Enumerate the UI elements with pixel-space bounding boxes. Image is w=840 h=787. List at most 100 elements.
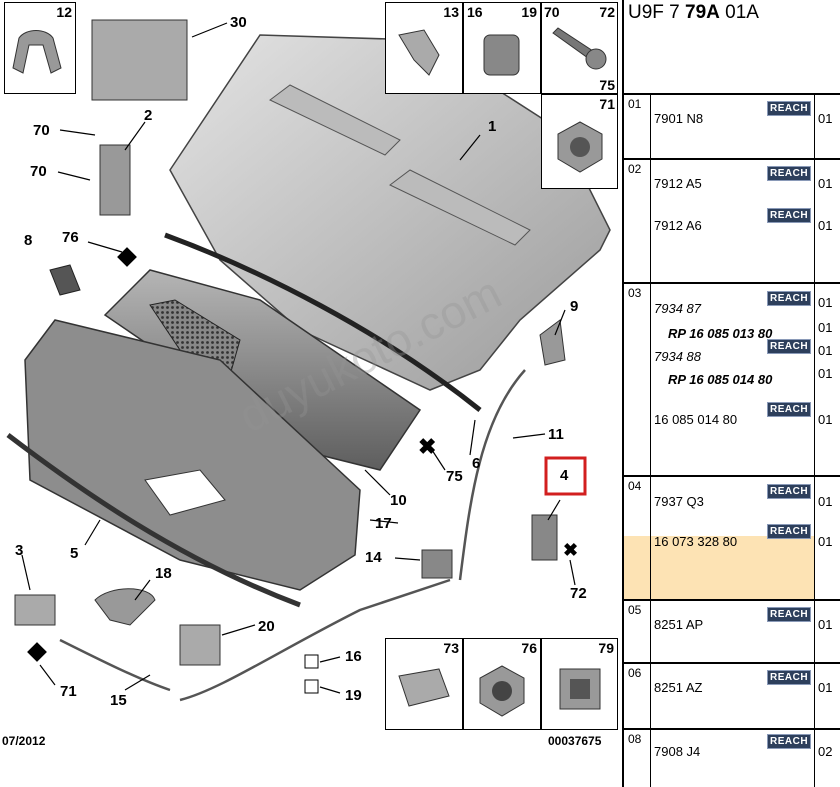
part-reference[interactable]: 7934 88 [654,349,701,364]
bonnet-seal [164,232,482,412]
label-17: 17 [375,515,392,532]
reach-badge: REACH [767,670,812,685]
part-reference[interactable]: 7901 N8 [654,111,704,126]
highlight-box-4 [544,456,587,496]
block-30 [91,19,188,101]
reach-badge: REACH [767,734,812,749]
part-reference[interactable]: 8251 AZ [654,680,703,695]
quantity: 01 [818,494,833,509]
document-code: U9F 7 79A 01A [628,2,759,23]
part-reference[interactable]: 7937 Q3 [654,494,704,509]
divider [650,477,651,599]
section-number: 08 [628,732,642,746]
section-number: 01 [628,97,642,111]
label-16: 16 [345,648,362,665]
part-reference[interactable]: 16 085 014 80 [654,412,738,427]
section-number: 05 [628,603,642,617]
label-19: 19 [345,687,362,704]
label-1: 1 [488,118,497,135]
quantity: 01 [818,295,833,310]
nut-icon [557,121,603,173]
divider [814,477,815,599]
clip-14 [421,549,453,579]
part-reference[interactable]: 16 073 328 80 [654,534,738,549]
label-3: 3 [15,542,24,559]
part-20 [179,624,221,666]
quantity: 01 [818,617,833,632]
part-reference[interactable]: RP 16 085 014 80 [668,372,773,387]
part-reference[interactable]: 8251 AP [654,617,704,632]
quantity: 01 [818,176,833,191]
label-15: 15 [110,692,127,709]
quantity: 01 [818,343,833,358]
exploded-view-drawing: ✖ ✖ [6,19,611,702]
reach-badge: REACH [767,101,812,116]
stay-part [99,144,131,216]
label-9: 9 [570,298,579,315]
divider [814,664,815,728]
label-70b: 70 [30,163,47,180]
reach-badge: REACH [767,402,812,417]
quantity: 01 [818,111,833,126]
label-2: 2 [144,107,153,124]
bolt-icon [552,27,607,70]
label-8: 8 [24,232,33,249]
label-30: 30 [230,14,247,31]
reach-badge: REACH [767,291,812,306]
label-75: 75 [446,468,463,485]
quantity: 02 [818,744,833,759]
inset-box-70-72: 70 72 75 [541,2,618,94]
quantity: 01 [818,366,833,381]
part-reference[interactable]: 7912 A5 [654,176,702,191]
part-reference[interactable]: RP 16 085 013 80 [668,326,773,341]
quantity: 01 [818,412,833,427]
reach-badge: REACH [767,484,812,499]
marker-71 [27,642,47,662]
label-11: 11 [548,426,564,443]
cross-72: ✖ [563,540,578,560]
divider [650,284,651,475]
inset-box-76: 76 [463,638,541,730]
reach-badge: REACH [767,166,812,181]
section-number: 04 [628,479,642,493]
divider [650,160,651,282]
insulation-panel [24,319,361,591]
section-08: 08 7908 J4 REACH 02 [624,728,840,787]
reach-badge: REACH [767,524,812,539]
selected-row-highlight [624,536,814,599]
reach-badge: REACH [767,339,812,354]
label-72: 72 [570,585,587,602]
section-04: 04 7937 Q3 REACH 01 16 073 328 80 REACH 01 [624,475,840,599]
clip-79-icon [559,668,601,710]
inset-box-79: 79 [541,638,618,730]
label-18: 18 [155,565,172,582]
label-10: 10 [390,492,407,509]
clip-13-icon [398,29,440,76]
bracket-9 [539,319,566,366]
diagram-date: 07/2012 [2,734,46,748]
section-number: 06 [628,666,642,680]
part-reference[interactable]: 7934 87 [654,301,701,316]
label-4[interactable]: 4 [560,467,569,484]
part-reference[interactable]: 7908 J4 [654,744,701,759]
part-reference[interactable]: 7912 A6 [654,218,702,233]
divider [814,284,815,475]
release-cable [59,369,526,702]
label-6: 6 [472,455,481,472]
cross-75: ✖ [418,434,436,459]
section-number: 03 [628,286,642,300]
inset-box-71: 71 [541,94,618,189]
quantity: 01 [818,534,833,549]
lock-3 [14,594,56,626]
parts-diagram: ✖ ✖ [2,2,618,748]
part-18 [94,588,156,626]
section-03: 03 7934 87 REACH 01 RP 16 085 013 80 01 7934 8… [624,282,840,475]
section-number: 02 [628,162,642,176]
clip-12-icon [12,30,62,74]
label-5: 5 [70,545,79,562]
divider [650,95,651,158]
inset-box-73: 73 [385,638,463,730]
divider [650,601,651,662]
